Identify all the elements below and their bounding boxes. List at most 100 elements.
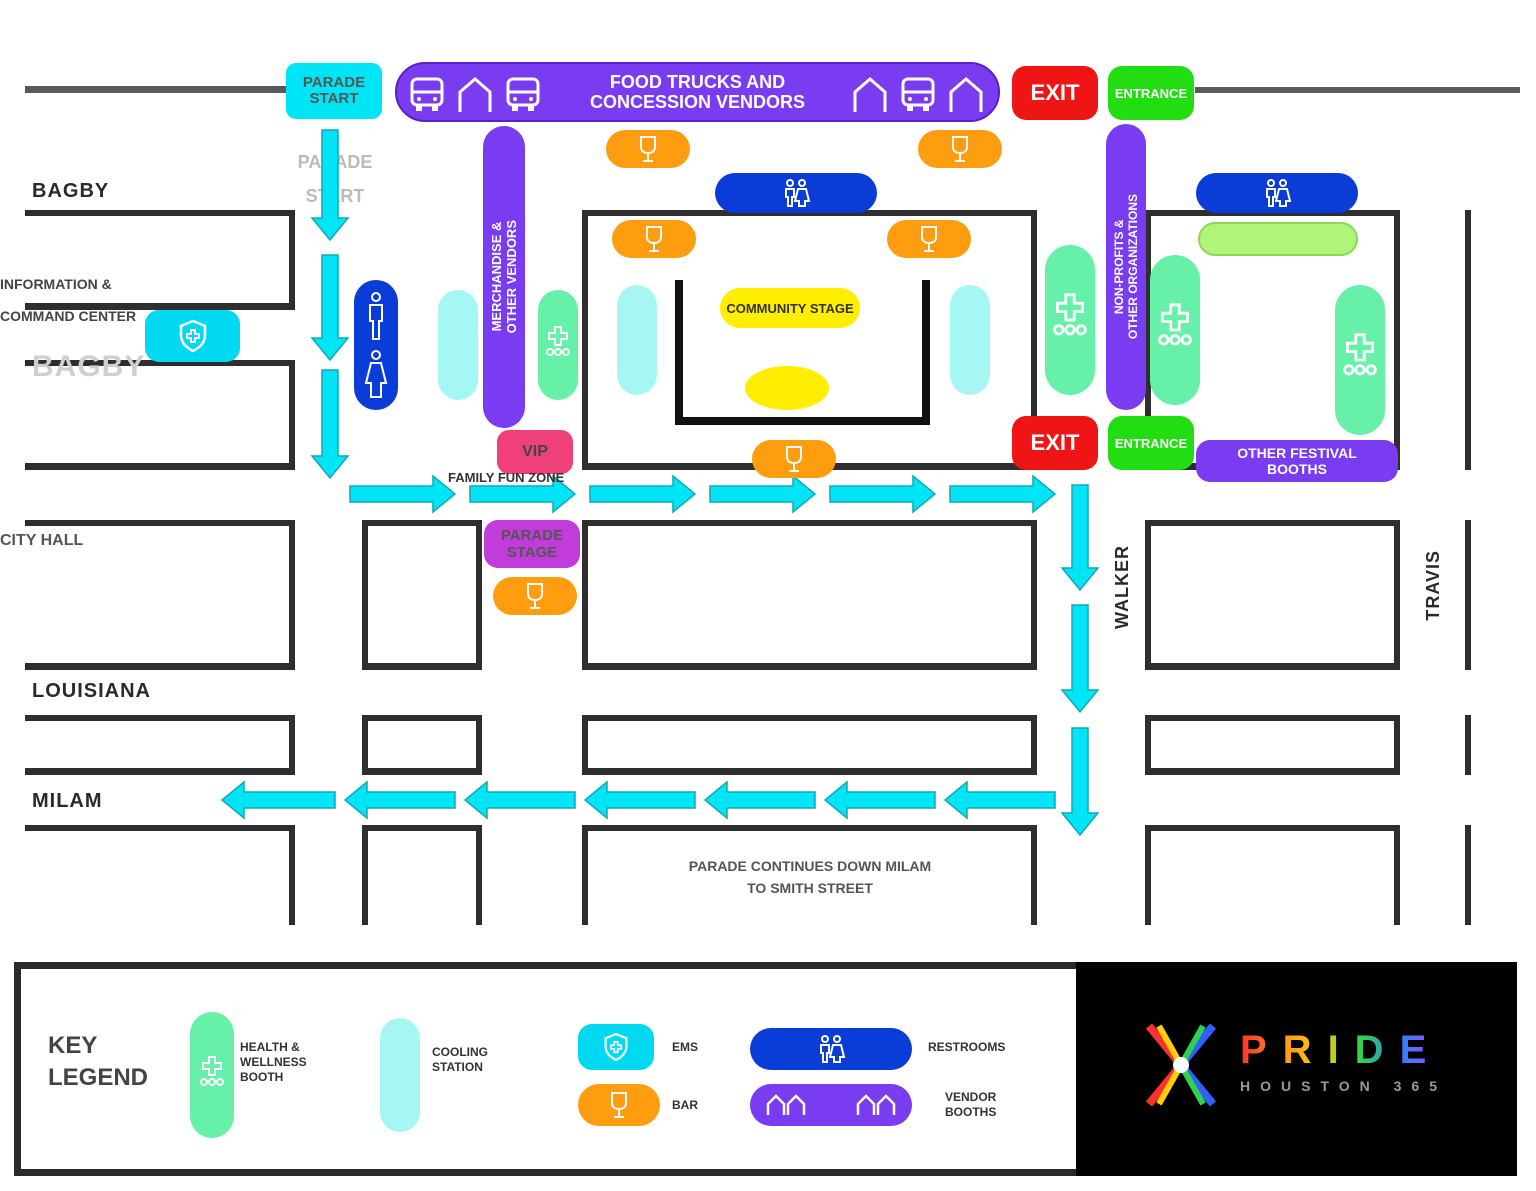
- arrow-icon: [589, 474, 697, 514]
- arrow-icon: [1060, 484, 1100, 592]
- legend-vendor-swatch: [750, 1084, 912, 1126]
- legend-health-swatch: [190, 1012, 234, 1138]
- legend-beer-label: BAR: [672, 1098, 698, 1112]
- city-block: [25, 825, 295, 925]
- tent-icon: [948, 76, 984, 114]
- stage-frame: [675, 280, 930, 425]
- health-booth: [1150, 255, 1200, 405]
- arrow-icon: [343, 780, 456, 820]
- health-banner: [1198, 222, 1358, 256]
- arrow-icon: [949, 474, 1057, 514]
- beer-bar-marker: [918, 130, 1002, 168]
- exit-sign-mid: EXIT: [1012, 416, 1098, 470]
- legend-health-label: HEALTH & WELLNESS BOOTH: [240, 1040, 307, 1084]
- city-block: [362, 715, 482, 775]
- restroom-marker: [1196, 173, 1358, 213]
- nonprofits-label: NON-PROFITS & OTHER ORGANIZATIONS: [1112, 194, 1140, 340]
- arrow-icon: [220, 780, 336, 820]
- road-edge: [1465, 520, 1471, 670]
- city-block: [1145, 825, 1400, 925]
- arrow-icon: [310, 369, 350, 480]
- beer-cup-icon: [640, 136, 656, 162]
- tent-icon: [766, 1094, 806, 1115]
- restroom-icon: [369, 292, 383, 340]
- health-booth: [1045, 245, 1095, 395]
- legend-cooling-label: COOLING STATION: [432, 1045, 488, 1074]
- beer-cup-icon: [611, 1092, 627, 1118]
- restroom-marker: [354, 280, 398, 410]
- family-fun-zone-label: FAMILY FUN ZONE: [448, 470, 565, 485]
- parade-stage-label: PARADE STAGE: [500, 527, 564, 561]
- tent-icon: [852, 76, 888, 114]
- brand-panel: [1076, 962, 1517, 1176]
- health-group-icon: [1343, 333, 1377, 376]
- legend-title: KEY LEGEND: [48, 1032, 149, 1091]
- community-stage-label: COMMUNITY STAGE: [726, 300, 854, 316]
- beer-cup-icon: [527, 583, 543, 609]
- other-festival-booths: OTHER FESTIVAL BOOTHS: [1196, 440, 1398, 482]
- entrance-sign-top: ENTRANCE: [1108, 66, 1194, 120]
- beer-cup-icon: [952, 136, 968, 162]
- beer-cup-icon: [646, 226, 662, 252]
- road-edge: [1465, 715, 1471, 775]
- arrow-icon: [1060, 727, 1100, 837]
- health-group-icon: [1053, 293, 1087, 336]
- exit-sign-top: EXIT: [1012, 66, 1098, 120]
- city-block: [582, 715, 1037, 775]
- road-top-right: [1195, 87, 1520, 93]
- health-group-icon: [1158, 303, 1192, 346]
- merchandise-label: MERCHANDISE & OTHER VENDORS: [489, 220, 519, 334]
- arrow-icon: [943, 780, 1056, 820]
- beer-bar-marker: [612, 220, 696, 258]
- tent-icon: [457, 76, 493, 114]
- bus-icon: [409, 76, 445, 114]
- food-trucks-label: FOOD TRUCKS AND CONCESSION VENDORS: [589, 72, 806, 112]
- beer-cup-icon: [921, 226, 937, 252]
- city-block: [582, 825, 1037, 925]
- arrow-icon: [1060, 604, 1100, 714]
- arrow-icon: [829, 474, 937, 514]
- pride-logo-mark: [1143, 1022, 1219, 1108]
- cooling-station: [438, 290, 478, 400]
- arrow-icon: [310, 129, 350, 242]
- merchandise-vendors-banner: MERCHANDISE & OTHER VENDORS: [483, 126, 525, 428]
- street-label-bagby-ghost: BAGBY: [32, 350, 146, 383]
- city-block: [25, 360, 295, 470]
- community-stage-spot: [745, 366, 829, 410]
- arrow-icon: [349, 474, 457, 514]
- bus-icon: [900, 76, 936, 114]
- city-block: [1145, 520, 1400, 670]
- nonprofits-banner: NON-PROFITS & OTHER ORGANIZATIONS: [1106, 124, 1146, 410]
- cooling-station: [617, 285, 657, 395]
- city-block: [362, 520, 482, 670]
- cooling-station: [950, 285, 990, 395]
- street-label-louisiana: LOUISIANA: [32, 680, 151, 702]
- brand-name: PRIDE: [1240, 1028, 1443, 1072]
- city-block: [362, 825, 482, 925]
- legend-beer-swatch: [578, 1084, 660, 1126]
- legend-medical-label: EMS: [672, 1040, 699, 1054]
- arrow-icon: [463, 780, 576, 820]
- health-booth: [1335, 285, 1385, 435]
- restroom-icon: [785, 179, 811, 207]
- restroom-icon: [1266, 179, 1292, 207]
- restroom-icon: [820, 1035, 846, 1063]
- city-block: [582, 520, 1037, 670]
- parade-continues-note: PARADE CONTINUES DOWN MILAM TO SMITH STR…: [688, 858, 932, 896]
- beer-bar-marker: [752, 440, 836, 478]
- restroom-marker: [715, 173, 877, 213]
- legend-medical-swatch: [578, 1024, 654, 1070]
- street-label-milam: MILAM: [32, 790, 103, 812]
- vip-area: VIP: [497, 430, 573, 474]
- beer-bar-marker: [887, 220, 971, 258]
- parade-stage: PARADE STAGE: [484, 520, 580, 568]
- food-trucks-banner: FOOD TRUCKS AND CONCESSION VENDORS: [395, 62, 1000, 122]
- road-edge: [1465, 210, 1471, 470]
- city-block: [25, 210, 295, 310]
- legend-restroom-swatch: [750, 1028, 912, 1070]
- beer-bar-marker: [493, 577, 577, 615]
- arrow-icon: [310, 254, 350, 362]
- vip-label: VIP: [522, 443, 548, 460]
- restroom-icon: [364, 350, 388, 398]
